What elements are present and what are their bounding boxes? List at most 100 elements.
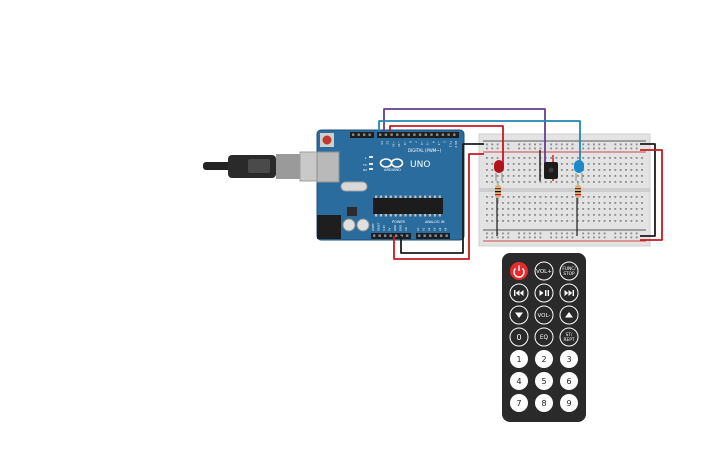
breadboard-hole[interactable] — [571, 232, 574, 235]
breadboard-hole[interactable] — [539, 208, 542, 210]
breadboard-hole[interactable] — [491, 214, 494, 216]
breadboard-hole[interactable] — [625, 236, 627, 239]
breadboard-hole[interactable] — [507, 236, 510, 239]
breadboard-hole[interactable] — [523, 157, 526, 159]
digit-button-1[interactable]: 1 — [510, 350, 528, 368]
breadboard-hole[interactable] — [486, 163, 488, 165]
breadboard-hole[interactable] — [534, 169, 536, 171]
breadboard-hole[interactable] — [560, 196, 563, 198]
breadboard-hole[interactable] — [566, 196, 569, 198]
digit-button-3[interactable]: 3 — [560, 350, 578, 368]
breadboard-hole[interactable] — [625, 169, 627, 171]
breadboard-hole[interactable] — [539, 202, 542, 204]
breadboard-hole[interactable] — [512, 214, 515, 216]
breadboard-hole[interactable] — [625, 232, 627, 235]
breadboard-hole[interactable] — [523, 147, 526, 150]
breadboard-hole[interactable] — [534, 157, 536, 159]
breadboard-hole[interactable] — [576, 175, 579, 177]
breadboard-hole[interactable] — [571, 220, 574, 222]
breadboard-hole[interactable] — [571, 157, 574, 159]
func-stop-button[interactable]: FUNC/ STOP — [559, 261, 579, 281]
breadboard-hole[interactable] — [528, 143, 531, 146]
breadboard-hole[interactable] — [603, 208, 606, 210]
breadboard-hole[interactable] — [609, 175, 611, 177]
breadboard-hole[interactable] — [507, 214, 510, 216]
breadboard-hole[interactable] — [523, 236, 526, 239]
breadboard-hole[interactable] — [528, 157, 531, 159]
resistor-red-led[interactable] — [495, 181, 501, 203]
pin-hole[interactable] — [368, 133, 371, 136]
breadboard-hole[interactable] — [614, 208, 617, 210]
breadboard-hole[interactable] — [534, 181, 536, 183]
breadboard-hole[interactable] — [587, 236, 590, 239]
pin-hole[interactable] — [434, 234, 437, 237]
breadboard-hole[interactable] — [619, 208, 622, 210]
breadboard-hole[interactable] — [571, 175, 574, 177]
breadboard-hole[interactable] — [528, 147, 531, 150]
breadboard-hole[interactable] — [544, 181, 547, 183]
breadboard-hole[interactable] — [550, 143, 552, 146]
breadboard-hole[interactable] — [603, 214, 606, 216]
breadboard-hole[interactable] — [625, 208, 627, 210]
breadboard-hole[interactable] — [603, 220, 606, 222]
breadboard-hole[interactable] — [630, 181, 633, 183]
breadboard-hole[interactable] — [539, 181, 542, 183]
breadboard-hole[interactable] — [523, 214, 526, 216]
breadboard-hole[interactable] — [523, 181, 526, 183]
breadboard-hole[interactable] — [560, 220, 563, 222]
breadboard-hole[interactable] — [539, 196, 542, 198]
breadboard-hole[interactable] — [630, 202, 633, 204]
breadboard-hole[interactable] — [571, 208, 574, 210]
eq-button[interactable]: EQ — [534, 327, 554, 347]
breadboard-hole[interactable] — [560, 202, 563, 204]
breadboard-hole[interactable] — [603, 232, 606, 235]
breadboard-hole[interactable] — [528, 175, 531, 177]
breadboard-hole[interactable] — [571, 163, 574, 165]
breadboard-hole[interactable] — [534, 143, 536, 146]
breadboard-hole[interactable] — [587, 214, 590, 216]
digit-button-9[interactable]: 9 — [560, 394, 578, 412]
pin-hole[interactable] — [413, 133, 416, 136]
breadboard-hole[interactable] — [571, 214, 574, 216]
breadboard-hole[interactable] — [486, 181, 488, 183]
breadboard-hole[interactable] — [502, 208, 504, 210]
breadboard-hole[interactable] — [641, 202, 643, 204]
arduino-uno-board[interactable]: DIGITAL (PWM~) ARDUINO UNO L TX RX POWER… — [316, 129, 465, 241]
breadboard-hole[interactable] — [609, 214, 611, 216]
breadboard-hole[interactable] — [555, 143, 558, 146]
breadboard-hole[interactable] — [635, 232, 638, 235]
breadboard-hole[interactable] — [507, 143, 510, 146]
breadboard-hole[interactable] — [593, 232, 595, 235]
breadboard-hole[interactable] — [630, 157, 633, 159]
breadboard-hole[interactable] — [523, 169, 526, 171]
breadboard-hole[interactable] — [593, 208, 595, 210]
usb-cable[interactable] — [203, 151, 331, 182]
digit-button-8[interactable]: 8 — [535, 394, 553, 412]
breadboard-hole[interactable] — [502, 214, 504, 216]
breadboard-hole[interactable] — [630, 220, 633, 222]
breadboard-hole[interactable] — [491, 220, 494, 222]
breadboard-hole[interactable] — [560, 236, 563, 239]
breadboard-hole[interactable] — [550, 220, 552, 222]
breadboard-hole[interactable] — [512, 169, 515, 171]
power-button[interactable] — [510, 262, 528, 280]
pin-hole[interactable] — [389, 234, 392, 237]
breadboard-hole[interactable] — [518, 214, 520, 216]
breadboard-hole[interactable] — [587, 175, 590, 177]
digit-button-4[interactable]: 4 — [510, 372, 528, 390]
breadboard-hole[interactable] — [614, 236, 617, 239]
breadboard-hole[interactable] — [635, 157, 638, 159]
breadboard-hole[interactable] — [550, 214, 552, 216]
breadboard-hole[interactable] — [576, 157, 579, 159]
breadboard-hole[interactable] — [593, 163, 595, 165]
breadboard-hole[interactable] — [512, 157, 515, 159]
breadboard-hole[interactable] — [518, 163, 520, 165]
pin-hole[interactable] — [352, 133, 355, 136]
breadboard-hole[interactable] — [560, 147, 563, 150]
breadboard-hole[interactable] — [512, 163, 515, 165]
breadboard-hole[interactable] — [528, 208, 531, 210]
breadboard-hole[interactable] — [641, 196, 643, 198]
breadboard-hole[interactable] — [582, 214, 585, 216]
breadboard-hole[interactable] — [512, 208, 515, 210]
breadboard-hole[interactable] — [635, 208, 638, 210]
